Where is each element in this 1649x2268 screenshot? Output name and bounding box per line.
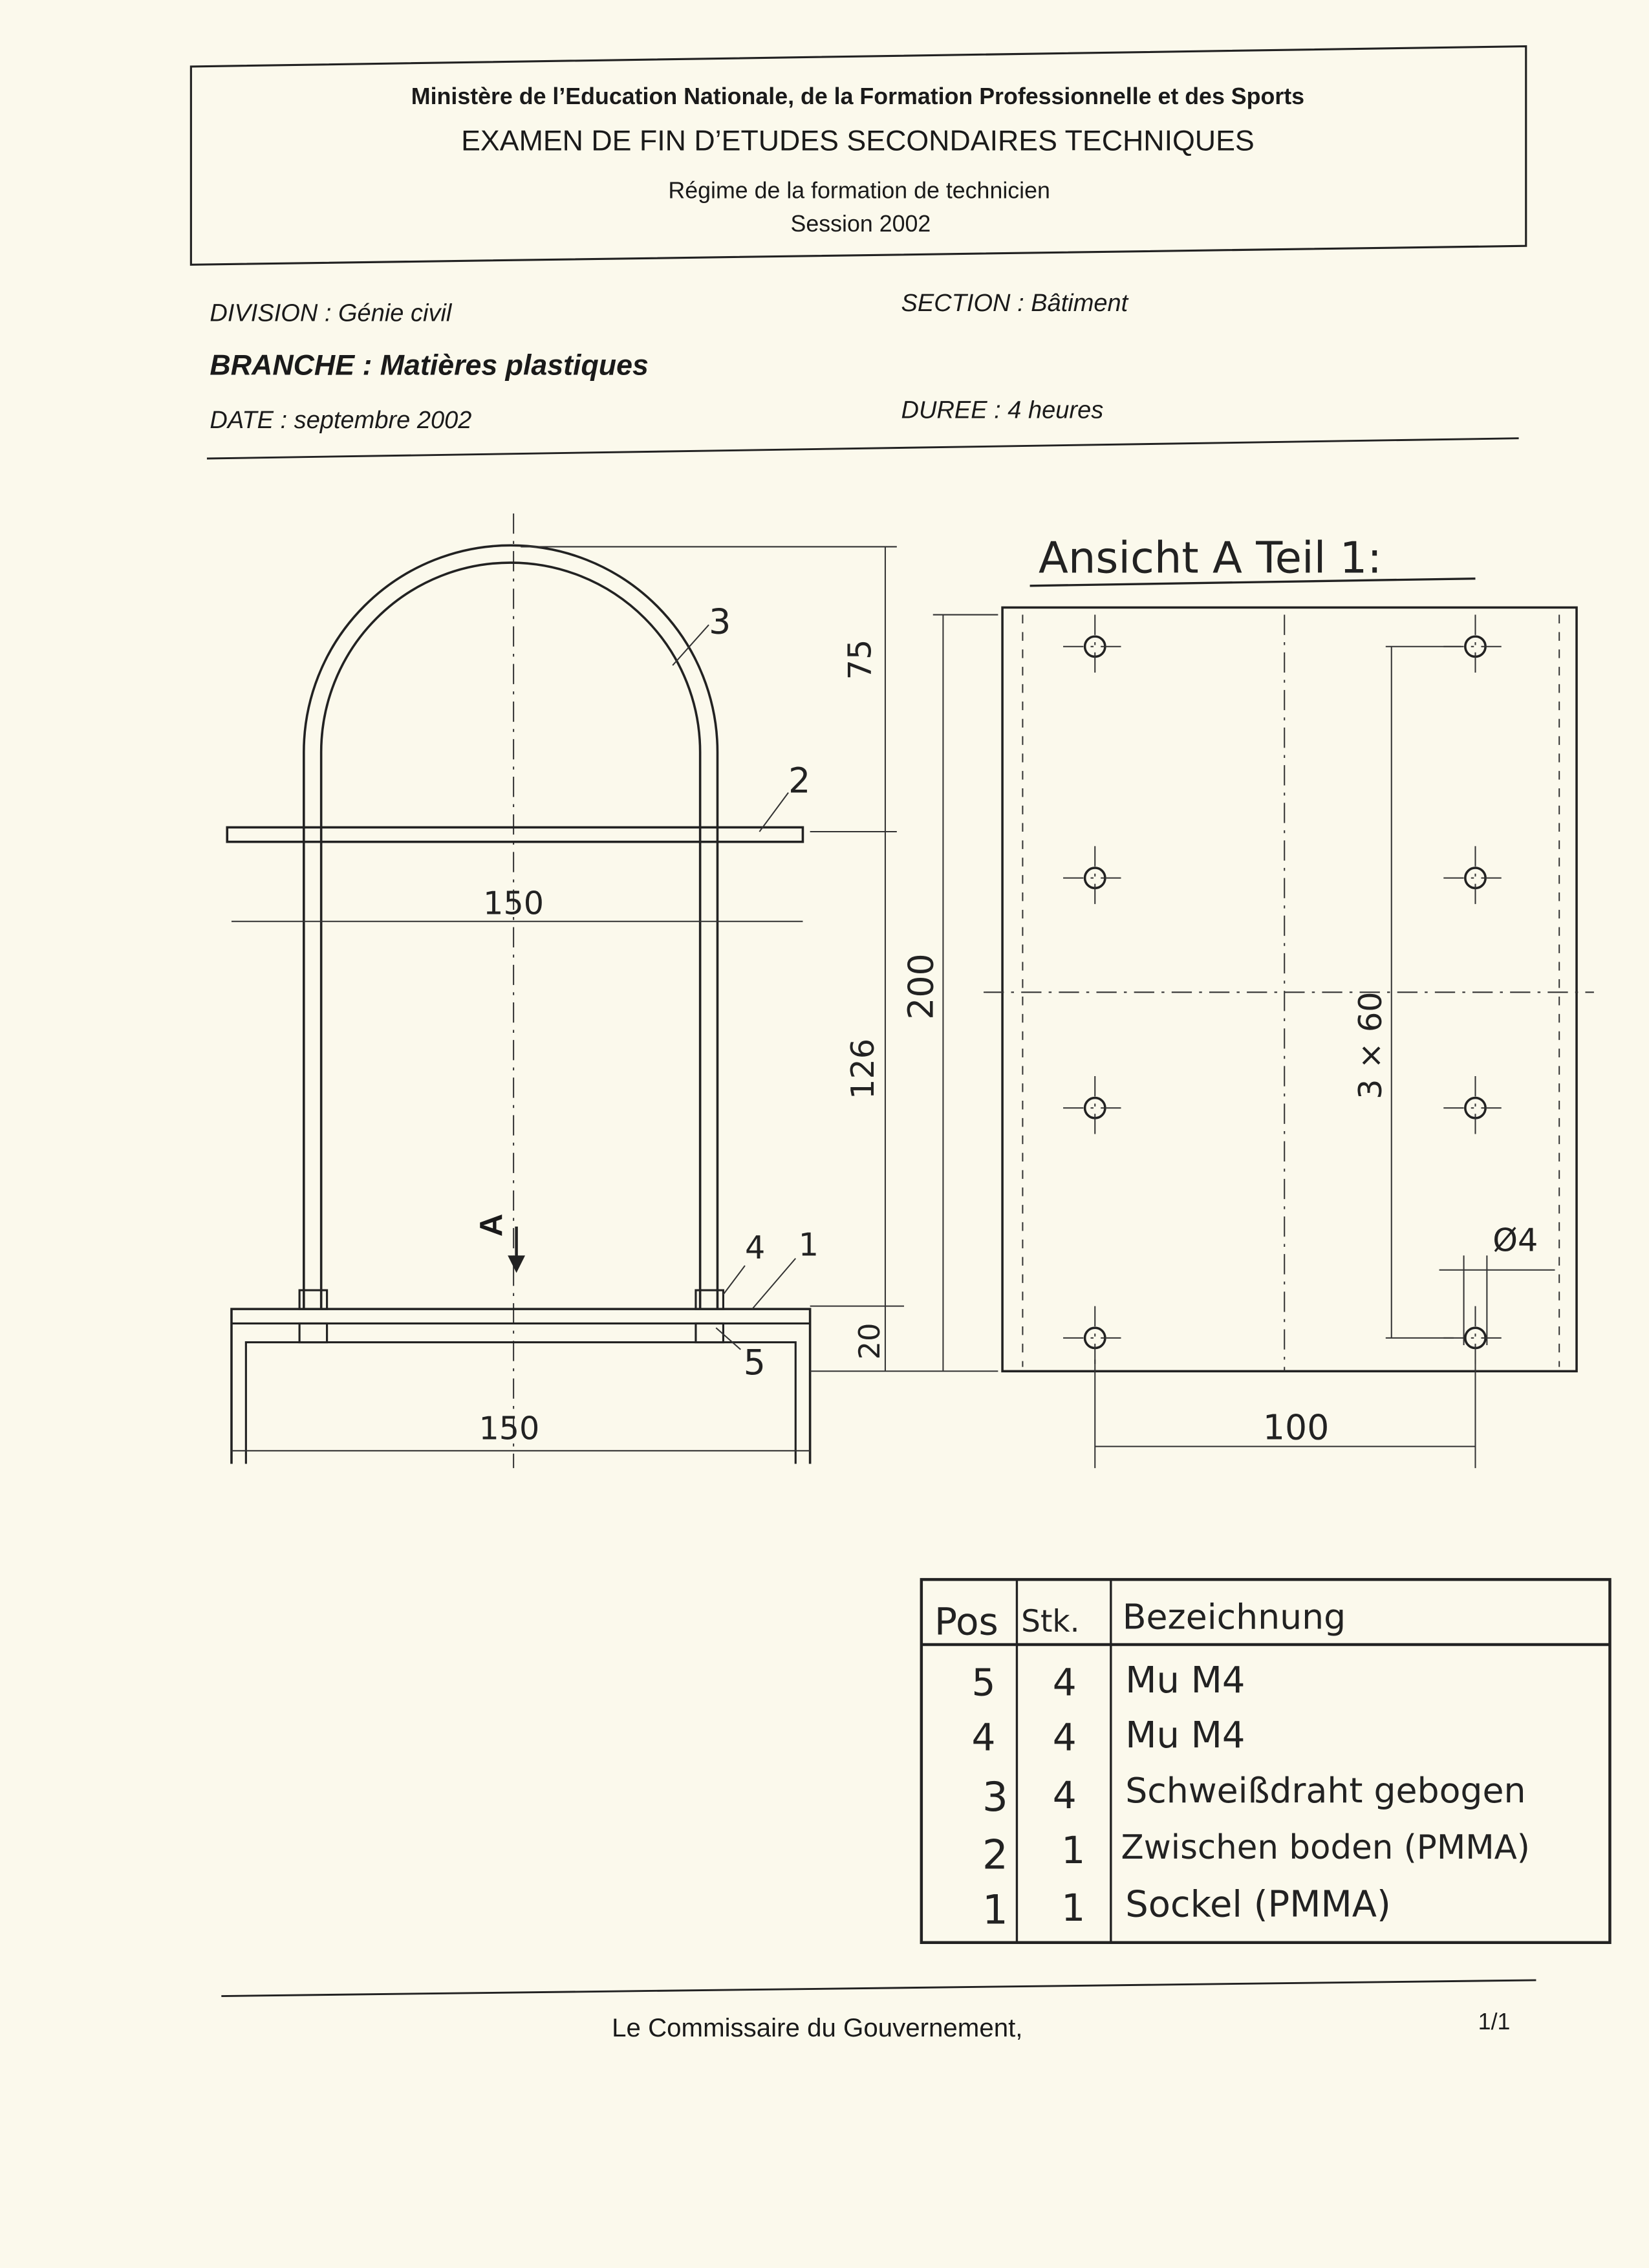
header-box: Ministère de l’Education Nationale, de l… xyxy=(189,45,1527,266)
table-row: 3 4 Schweißdraht gebogen xyxy=(982,1770,1526,1820)
table-row: 2 1 Zwischen boden (PMMA) xyxy=(982,1828,1530,1879)
view-a-drawing: Ansicht A Teil 1: 3 × 60 Ø4 100 xyxy=(984,533,1594,1469)
dim-75: 75 xyxy=(841,640,879,680)
nut-bottom-left xyxy=(298,1322,329,1344)
dim-150-base: 150 xyxy=(479,1409,539,1447)
row-qty: 1 xyxy=(1061,1828,1085,1872)
regime-text: Régime de la formation de technicien xyxy=(668,177,1050,203)
wire-arch-outer xyxy=(303,544,719,1310)
header-stk: Stk. xyxy=(1021,1604,1079,1639)
row-pos: 5 xyxy=(972,1660,996,1704)
header-bezeichnung: Bezeichnung xyxy=(1123,1596,1346,1637)
table-row: 5 4 Mu M4 xyxy=(972,1659,1245,1704)
mounting-hole xyxy=(1443,1076,1507,1140)
base-inner xyxy=(244,1341,797,1464)
row-description: Schweißdraht gebogen xyxy=(1125,1770,1525,1811)
row-description: Sockel (PMMA) xyxy=(1125,1884,1391,1926)
row-description: Zwischen boden (PMMA) xyxy=(1121,1828,1530,1867)
leader-4 xyxy=(722,1265,746,1295)
division-field: DIVISION : Génie civil xyxy=(210,300,452,327)
mounting-hole xyxy=(1063,1306,1127,1370)
mounting-hole xyxy=(1063,846,1127,910)
row-pos: 4 xyxy=(972,1715,996,1759)
exam-title: EXAMEN DE FIN D’ETUDES SECONDAIRES TECHN… xyxy=(461,125,1255,157)
wire-arch-inner xyxy=(319,561,702,1310)
row-pos: 3 xyxy=(982,1773,1008,1820)
dim-d4: Ø4 xyxy=(1493,1222,1538,1259)
dim-126: 126 xyxy=(844,1039,881,1099)
row-description: Mu M4 xyxy=(1125,1659,1245,1701)
footer: Le Commissaire du Gouvernement, 1/1 xyxy=(221,1979,1536,2042)
dim-100: 100 xyxy=(1263,1407,1329,1447)
dim-200: 200 xyxy=(901,953,942,1019)
nut-bottom-right xyxy=(695,1322,725,1344)
table-row: 1 1 Sockel (PMMA) xyxy=(982,1884,1391,1934)
row-pos: 2 xyxy=(982,1831,1008,1879)
intermediate-shelf xyxy=(226,826,804,843)
mounting-hole xyxy=(1063,614,1127,678)
pos-label-5: 5 xyxy=(744,1342,766,1383)
row-description: Mu M4 xyxy=(1125,1714,1245,1756)
leader-5 xyxy=(715,1327,741,1350)
parts-table: Pos Stk. Bezeichnung 5 4 Mu M4 4 4 Mu M4… xyxy=(920,1578,1611,1944)
mounting-hole xyxy=(1063,1076,1127,1140)
row-pos: 1 xyxy=(982,1886,1008,1934)
leader-1 xyxy=(751,1258,797,1310)
mounting-hole xyxy=(1443,846,1507,910)
exam-info: DIVISION : Génie civil SECTION : Bâtimen… xyxy=(206,290,1519,460)
base-outline xyxy=(230,1308,812,1464)
mounting-hole xyxy=(1443,1306,1507,1370)
dim-150-shelf: 150 xyxy=(483,885,544,922)
view-a-title-underline xyxy=(1029,577,1476,587)
header-pos: Pos xyxy=(934,1599,998,1643)
header-frame xyxy=(189,45,1527,266)
nut-top-left xyxy=(298,1289,329,1310)
front-view-drawing: A 75 126 20 200 150 150 3 2 4 1 5 xyxy=(226,513,998,1469)
pos-label-3: 3 xyxy=(709,601,731,642)
row-qty: 4 xyxy=(1053,1715,1077,1759)
hole-pattern xyxy=(1063,614,1507,1370)
section-field: SECTION : Bâtiment xyxy=(901,290,1129,317)
row-qty: 1 xyxy=(1061,1886,1085,1930)
table-row: 4 4 Mu M4 xyxy=(972,1714,1245,1759)
row-qty: 4 xyxy=(1053,1773,1077,1817)
duree-field: DUREE : 4 heures xyxy=(901,396,1104,424)
sockel-plate-outline xyxy=(1001,606,1578,1373)
session-text: Session 2002 xyxy=(791,211,931,237)
view-arrow-head xyxy=(508,1255,526,1273)
view-a-title: Ansicht A Teil 1: xyxy=(1039,533,1382,583)
ministry-title: Ministère de l’Education Nationale, de l… xyxy=(411,83,1304,109)
dim-20: 20 xyxy=(852,1323,887,1360)
pos-label-4: 4 xyxy=(745,1229,765,1266)
parts-table-frame xyxy=(920,1578,1611,1944)
pos-label-1: 1 xyxy=(799,1226,819,1263)
pos-label-2: 2 xyxy=(788,761,810,801)
dim-3x60: 3 × 60 xyxy=(1352,991,1389,1099)
page-number: 1/1 xyxy=(1478,2009,1511,2035)
row-qty: 4 xyxy=(1053,1660,1077,1704)
signature-label: Le Commissaire du Gouvernement, xyxy=(612,2013,1022,2042)
nut-top-right xyxy=(695,1289,725,1310)
view-marker-label: A xyxy=(473,1214,509,1237)
branche-field: BRANCHE : Matières plastiques xyxy=(210,349,648,381)
info-divider xyxy=(206,437,1519,460)
leader-2 xyxy=(759,792,789,832)
date-field: DATE : septembre 2002 xyxy=(210,407,471,434)
leader-3 xyxy=(672,624,709,666)
footer-divider xyxy=(221,1979,1536,1997)
